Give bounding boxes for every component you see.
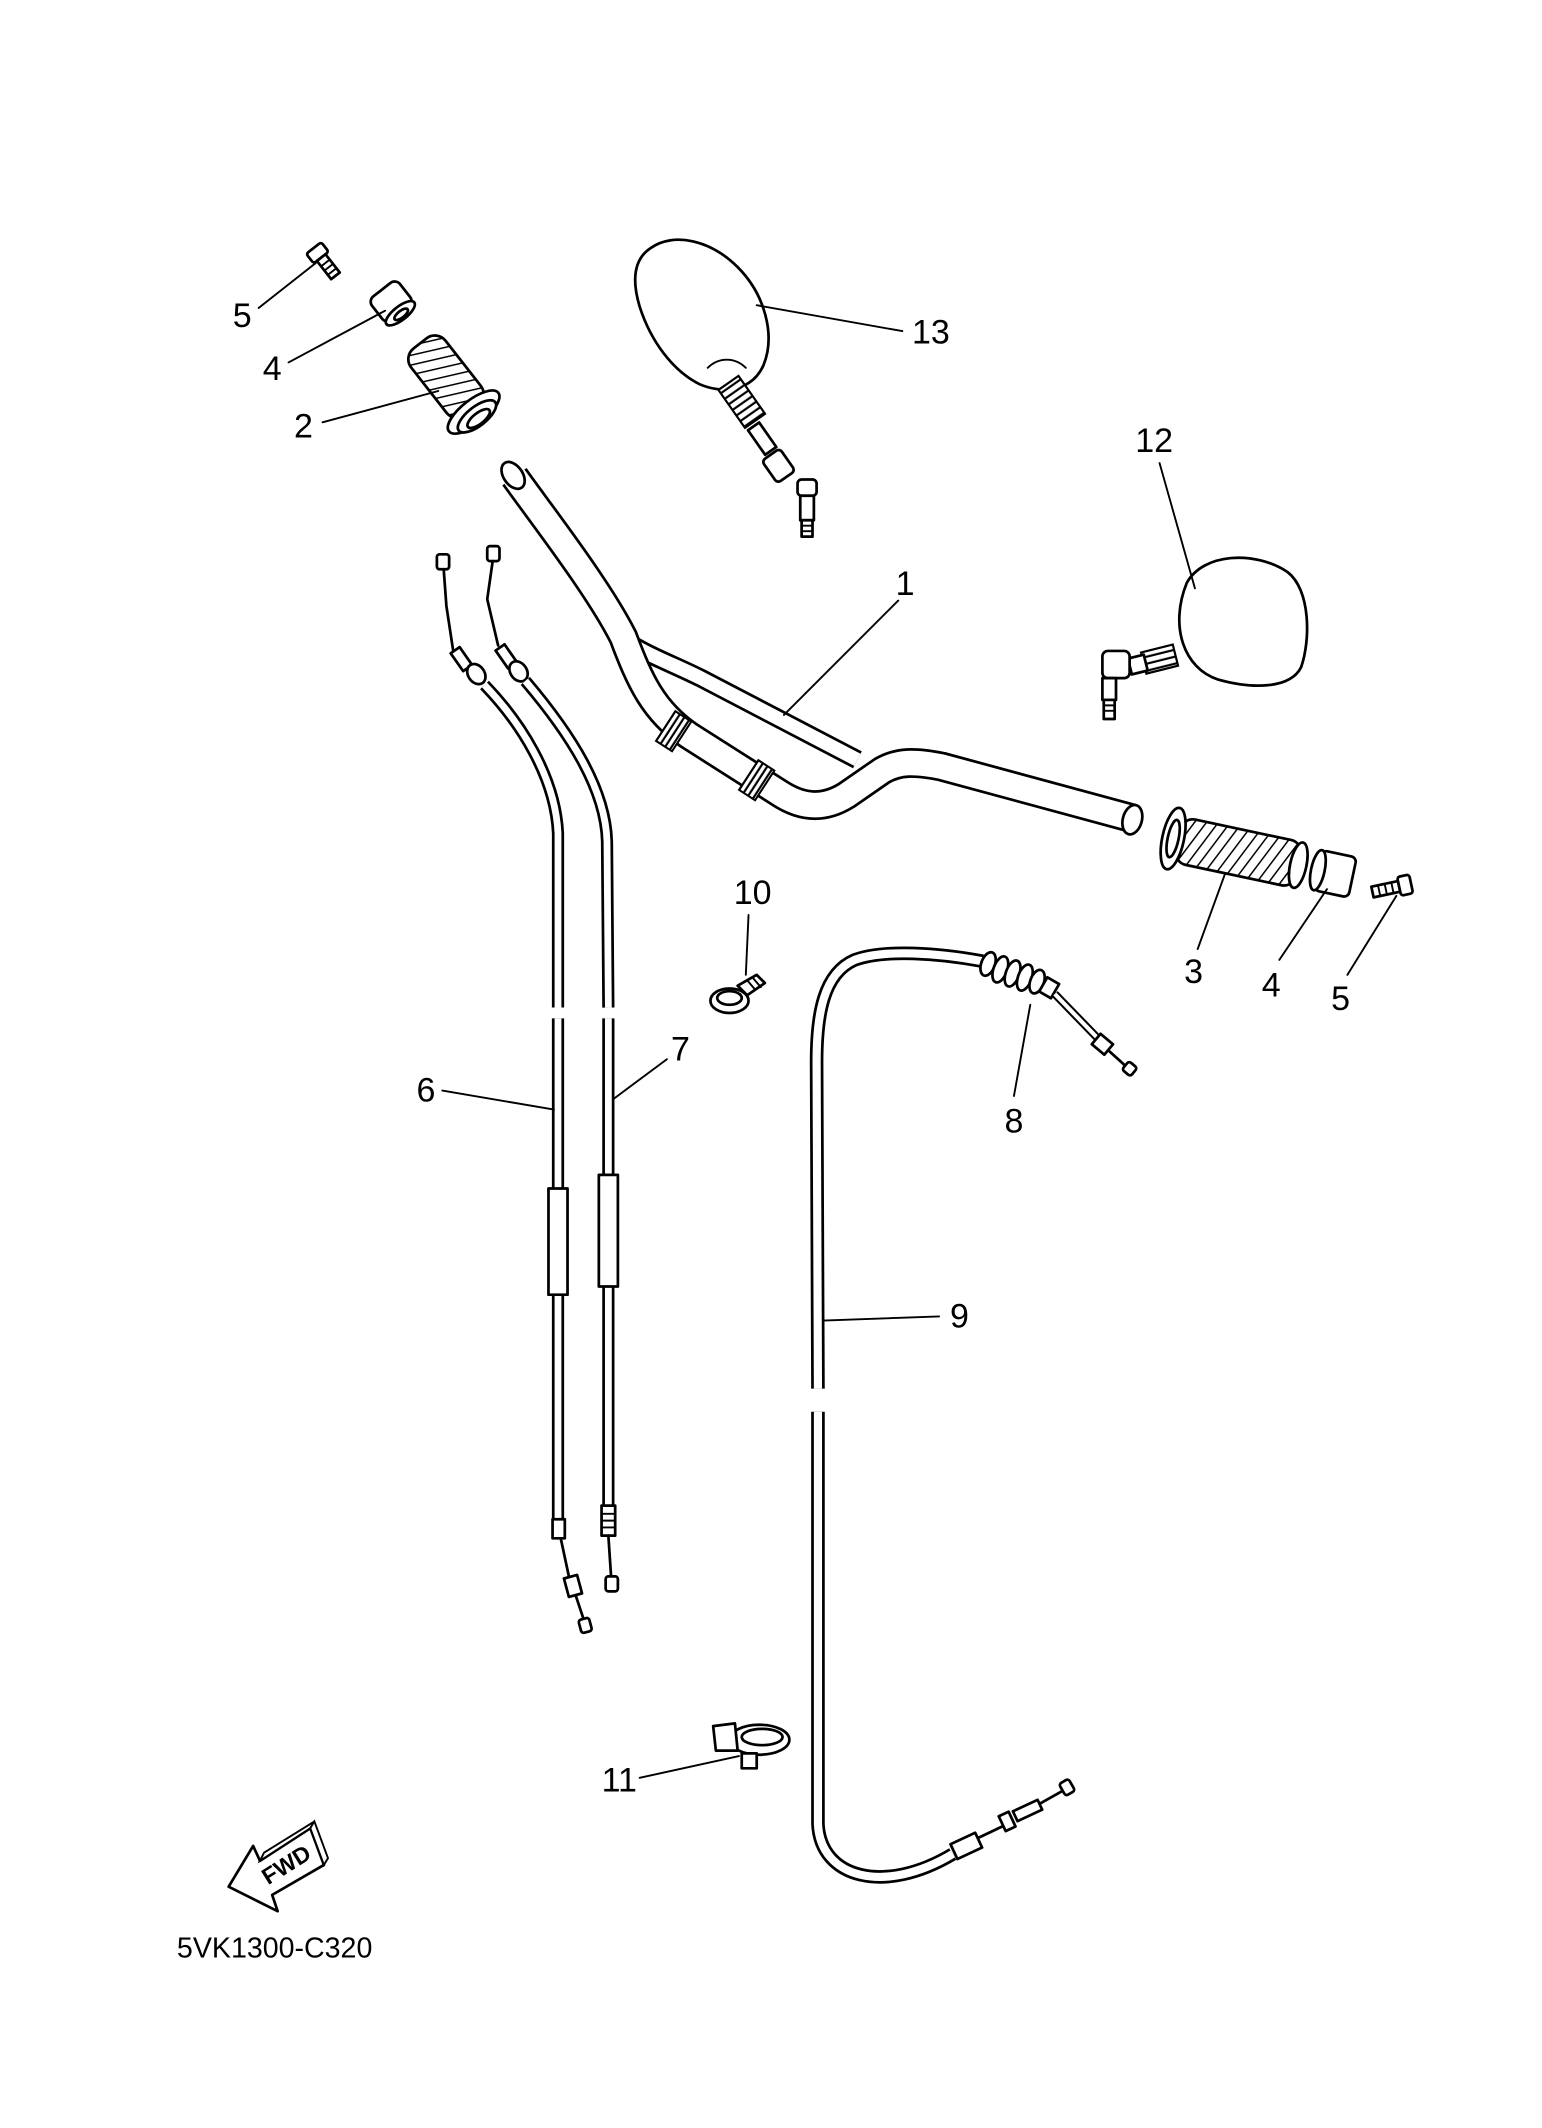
bar-end-cap-right <box>1308 848 1358 898</box>
callout-cable-7: 7 <box>671 1031 690 1069</box>
screw-left <box>305 241 342 281</box>
callout-cable-6: 6 <box>417 1071 436 1109</box>
throttle-cable-6 <box>435 552 593 1635</box>
throttle-cable-7 <box>485 544 620 1593</box>
screw-right <box>1369 873 1414 899</box>
grip-right <box>1159 806 1309 890</box>
mirror-left <box>633 238 818 538</box>
fwd-arrow-icon: FWD <box>227 1819 330 1913</box>
cable-clamp-10 <box>709 973 767 1015</box>
clutch-cable <box>809 946 1076 1884</box>
callout-clamp-11: 11 <box>602 1761 637 1799</box>
leader-lines <box>257 262 1398 1779</box>
drawing-number: 5VK1300-C320 <box>177 1932 372 1964</box>
callout-screw-right: 5 <box>1331 980 1350 1018</box>
bar-end-cap-left <box>369 280 417 327</box>
callout-grip-left: 2 <box>294 407 313 445</box>
callout-clutch-cable: 9 <box>950 1297 969 1335</box>
callout-clamp-10: 10 <box>734 874 772 912</box>
cable-adjuster <box>979 950 1138 1077</box>
handlebar <box>500 460 1144 836</box>
mirror-right <box>1101 556 1309 721</box>
callout-cap-left: 4 <box>263 350 282 388</box>
handlebar-band <box>654 709 776 802</box>
callout-adjuster: 8 <box>1004 1103 1023 1141</box>
cable-clamp-11 <box>711 1722 791 1770</box>
callout-handlebar: 1 <box>896 565 915 603</box>
callout-mirror-left: 13 <box>912 313 950 351</box>
callout-cap-right: 4 <box>1262 967 1281 1005</box>
grip-left <box>406 334 501 435</box>
callout-grip-right: 3 <box>1184 953 1203 991</box>
callout-mirror-right: 12 <box>1135 422 1173 460</box>
callout-screw-left: 5 <box>233 297 252 335</box>
